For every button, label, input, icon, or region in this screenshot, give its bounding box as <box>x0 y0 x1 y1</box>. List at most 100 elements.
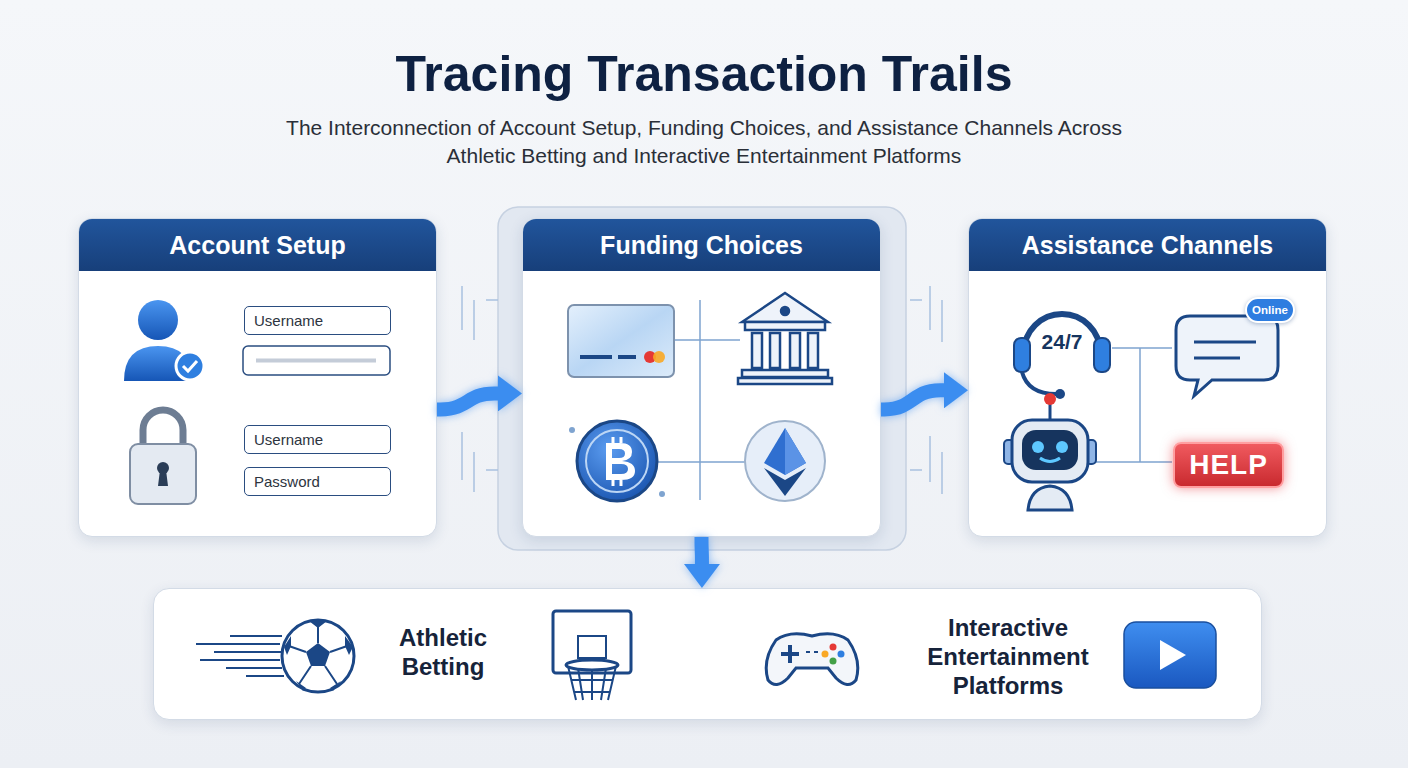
basketball-hoop-icon-part <box>566 660 618 670</box>
panel-box: Funding Choices <box>522 218 881 537</box>
bitcoin-coin-part <box>606 443 635 480</box>
ethereum-coin-part <box>785 428 806 475</box>
gamepad-icon-part <box>822 651 829 658</box>
assist-tree-lines-part <box>1096 348 1172 462</box>
soccer-ball-icon-part <box>286 622 350 684</box>
circuit-traces-part <box>462 286 474 492</box>
user-icon-part <box>176 352 204 380</box>
soccer-ball-icon-part <box>282 620 354 692</box>
panel-box: Assistance ChannelsOnlineHELP <box>968 218 1327 537</box>
bank-icon-part <box>742 370 828 377</box>
funding-tree-lines <box>657 300 745 500</box>
lock-icon-part <box>158 470 168 486</box>
bitcoin-coin-part <box>569 427 575 433</box>
basketball-hoop-icon-part <box>553 611 631 673</box>
bitcoin-coin-part <box>659 491 665 497</box>
bank-icon-part <box>745 322 825 330</box>
bank-icon-part <box>752 333 762 368</box>
help-button: HELP <box>1173 442 1284 488</box>
speed-lines-part <box>196 636 284 676</box>
panel-box: Account SetupUsernameUsernamePassword <box>78 218 437 537</box>
panel-heading: Funding Choices <box>523 219 880 271</box>
headset-icon <box>1014 314 1110 399</box>
ethereum-coin-part <box>764 468 806 496</box>
robot-icon-part <box>1022 430 1078 470</box>
bitcoin-coin-part <box>577 421 657 501</box>
input-field: Username <box>244 425 391 454</box>
badge-text: Online <box>1247 299 1293 321</box>
basketball-hoop-icon-part <box>568 666 616 700</box>
user-icon-part <box>138 300 178 340</box>
ethereum-coin-part <box>745 421 825 501</box>
gamepad-icon-part <box>830 644 837 651</box>
chat-bubble-icon-part <box>1194 342 1256 358</box>
robot-icon-part <box>1028 486 1072 510</box>
credit-card-icon-part <box>580 355 612 359</box>
bank-icon <box>738 293 832 384</box>
button-label: HELP <box>1175 444 1282 486</box>
gamepad-icon-part <box>830 658 837 665</box>
user-icon-part <box>124 346 192 381</box>
input-field: Username <box>244 306 391 335</box>
robot-icon-part <box>1040 458 1060 462</box>
robot-icon-part <box>1049 402 1052 420</box>
credit-card-icon-part <box>644 351 656 363</box>
play-button-icon-part <box>1124 622 1216 688</box>
bank-icon-part <box>742 293 828 322</box>
bank-icon-part <box>790 333 800 368</box>
credit-card-icon-part <box>568 305 674 377</box>
headset-icon-part <box>1055 389 1065 399</box>
play-button-icon-part <box>1160 640 1186 670</box>
credit-card-icon-part <box>653 351 665 363</box>
funding-glow-frame-part <box>498 207 906 550</box>
assist-tree-lines <box>1096 348 1172 462</box>
chat-bubble-icon <box>1176 316 1278 396</box>
ethereum-coin-part <box>764 428 806 475</box>
credit-card-icon <box>568 305 674 377</box>
user-icon <box>124 300 204 381</box>
headset-caption: 24/7 <box>1032 330 1092 354</box>
gamepad-icon-part <box>766 634 858 685</box>
robot-icon-part <box>1012 420 1088 482</box>
credit-card-icon-part <box>618 355 636 359</box>
bitcoin-coin-part <box>586 430 648 492</box>
robot-icon-part <box>1086 440 1096 464</box>
gamepad-icon <box>766 634 858 685</box>
gamepad-icon-part <box>838 651 845 658</box>
panel-heading: Account Setup <box>79 219 436 271</box>
flow-arrow <box>695 537 709 564</box>
gamepad-icon-part <box>806 651 818 653</box>
robot-icon-part <box>1056 441 1068 453</box>
basketball-hoop-icon-part <box>578 636 606 658</box>
lock-icon-part <box>143 410 183 446</box>
robot-icon <box>1004 393 1096 510</box>
headset-icon-part <box>1014 338 1030 372</box>
field-label: Username <box>245 426 390 453</box>
diagram-title: Tracing Transaction Trails <box>0 44 1408 104</box>
lock-icon-part <box>157 462 169 474</box>
flow-arrow <box>437 393 498 409</box>
input-field: Password <box>244 467 391 496</box>
basketball-hoop-icon <box>553 611 631 700</box>
robot-icon-part <box>1032 441 1044 453</box>
bank-icon-part <box>770 333 780 368</box>
bank-icon-part <box>808 333 818 368</box>
diagram-subtitle: The Interconnection of Account Setup, Fu… <box>259 114 1149 170</box>
bitcoin-coin-part <box>613 437 621 486</box>
robot-icon-part <box>1004 440 1014 464</box>
bank-icon-part <box>781 307 789 315</box>
panel-heading: Assistance Channels <box>969 219 1326 271</box>
empty-input-field-part <box>256 359 376 363</box>
category-label: Athletic Betting <box>373 623 513 681</box>
bank-icon-part <box>738 378 832 384</box>
lock-icon <box>130 410 196 504</box>
headset-icon-part <box>1022 372 1056 394</box>
robot-icon-part <box>1044 393 1056 405</box>
category-band: Athletic BettingInteractive Entertainmen… <box>153 588 1262 720</box>
lock-icon-part <box>130 444 196 504</box>
